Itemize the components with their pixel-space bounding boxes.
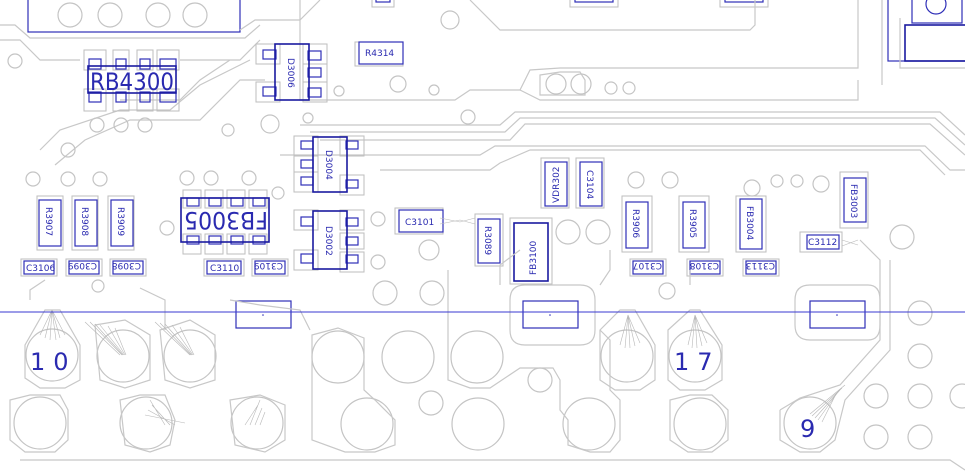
pin-number-10: 10: [30, 348, 77, 376]
component-c3106[interactable]: C3106: [20, 258, 58, 277]
component-fb3004[interactable]: FB3004: [735, 174, 804, 253]
label-c3109: C3109: [254, 260, 283, 270]
component-r4314[interactable]: R4314: [354, 41, 407, 93]
component-c3099[interactable]: C3099: [65, 258, 103, 277]
component-d3004[interactable]: D3004: [293, 135, 365, 196]
label-c3098: C3098: [112, 260, 141, 270]
trace-bundle: [39, 39, 965, 176]
label-c3106: C3106: [26, 264, 55, 274]
label-c3104: C3104: [584, 170, 594, 199]
via-large: [555, 219, 581, 245]
component-r3905[interactable]: R3905: [661, 171, 710, 253]
label-fb3003: FB3003: [848, 184, 858, 218]
top-right-module: [881, 0, 965, 85]
via-cluster: [221, 71, 636, 137]
component-c3098[interactable]: C3098: [109, 258, 147, 277]
label-c3108: C3108: [690, 260, 719, 270]
label-fb3004: FB3004: [744, 206, 754, 241]
label-r3908: R3908: [79, 207, 89, 236]
thermal-hatching: [39, 217, 859, 426]
label-c3113: C3113: [746, 260, 775, 270]
pad-outlines: [9, 239, 965, 471]
pin-number-9: 9: [800, 415, 815, 443]
component-r3908[interactable]: R3908: [60, 171, 99, 251]
component-c3108[interactable]: C3108: [686, 258, 724, 277]
label-d3006: D3006: [285, 58, 295, 88]
via-large: [585, 219, 611, 245]
component-c3104[interactable]: C3104: [575, 157, 605, 209]
label-fb3100: FB3100: [529, 240, 539, 275]
label-d3002: D3002: [323, 226, 333, 256]
component-fb3100[interactable]: FB3100: [509, 217, 553, 285]
large-pads: [13, 279, 965, 451]
component-c3107[interactable]: C3107: [629, 258, 667, 277]
label-r4314: R4314: [365, 49, 394, 59]
test-pad-boxes: [235, 284, 881, 346]
component-r3089[interactable]: R3089: [474, 213, 504, 267]
label-vdr302: VDR302: [552, 166, 562, 203]
component-c3110[interactable]: C3110: [203, 258, 245, 277]
label-rb4300: RB4300: [90, 68, 174, 96]
label-c3112: C3112: [808, 238, 837, 248]
component-c3112[interactable]: C3112: [799, 231, 843, 253]
label-c3107: C3107: [633, 260, 662, 270]
component-fb3003[interactable]: FB3003: [812, 171, 869, 229]
label-c3101: C3101: [405, 218, 434, 228]
via-large: [889, 224, 915, 250]
top-connector-outline: [0, 0, 321, 61]
component-d3002[interactable]: D3002: [293, 209, 386, 273]
component-d3006[interactable]: D3006: [255, 43, 345, 103]
label-r3907: R3907: [43, 207, 53, 236]
label-fb3005: FB3005: [184, 206, 268, 234]
label-r3905: R3905: [687, 209, 697, 238]
component-c3113[interactable]: C3113: [742, 258, 780, 277]
label-r3089: R3089: [482, 226, 492, 255]
top-pad-group: [371, 0, 769, 31]
component-c3101[interactable]: C3101: [394, 207, 444, 261]
component-r3909[interactable]: R3909: [92, 171, 135, 251]
label-r3909: R3909: [115, 207, 125, 236]
component-vdr302[interactable]: VDR302: [540, 157, 570, 209]
label-c3099: C3099: [68, 260, 97, 270]
component-rb4300[interactable]: RB4300: [7, 49, 180, 158]
label-d3004: D3004: [323, 150, 333, 180]
component-r3906[interactable]: R3906: [621, 171, 653, 253]
pin-number-17: 17: [674, 348, 721, 376]
component-r3907[interactable]: R3907: [25, 171, 64, 251]
component-fb3005[interactable]: FB3005: [159, 170, 285, 255]
component-c3109[interactable]: C3109: [251, 258, 289, 277]
label-c3110: C3110: [210, 264, 239, 274]
label-r3906: R3906: [630, 209, 640, 238]
